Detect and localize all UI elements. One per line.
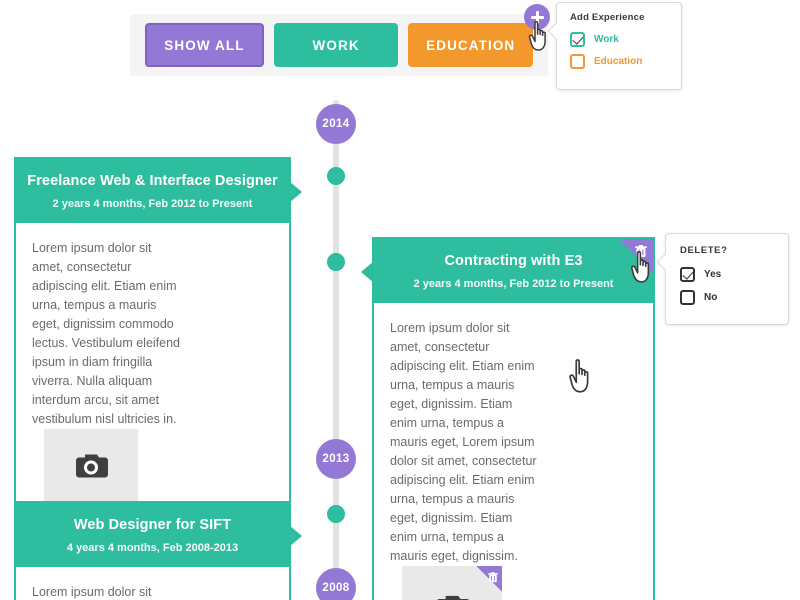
thumbnail-delete-button[interactable] — [476, 566, 502, 592]
card-header-sift: Web Designer for SIFT 4 years 4 months, … — [16, 503, 302, 567]
timeline-year-label-2008: 2008 — [322, 582, 350, 594]
checkbox-label-education: Education — [594, 56, 643, 67]
add-experience-popup: Add Experience Work Education — [547, 2, 682, 90]
card-title-sift: Web Designer for SIFT — [73, 517, 232, 533]
timeline-dot-1[interactable] — [327, 167, 345, 185]
card-subtitle-freelance: 2 years 4 months, Feb 2012 to Present — [52, 198, 253, 210]
card-body-sift: Lorem ipsum dolor sit amet, consectetur — [14, 567, 291, 600]
timeline-year-2013[interactable]: 2013 — [316, 439, 356, 479]
delete-option-yes[interactable]: Yes — [680, 267, 788, 282]
card-title-contracting: Contracting with E3 — [444, 253, 583, 269]
filter-button-show-all[interactable]: SHOW ALL — [145, 23, 264, 67]
card-notch-left — [361, 261, 374, 283]
filter-toolbar: SHOW ALL WORK EDUCATION — [130, 14, 548, 76]
timeline-dot-3[interactable] — [327, 505, 345, 523]
timeline-year-label-2014: 2014 — [322, 118, 350, 130]
delete-option-no[interactable]: No — [680, 290, 788, 305]
plus-icon-vertical — [535, 10, 539, 24]
trash-icon — [635, 245, 647, 263]
checkbox-label-work: Work — [594, 34, 619, 45]
checkbox-no[interactable] — [680, 290, 695, 305]
add-experience-button[interactable] — [524, 4, 550, 30]
timeline-card-contracting: Contracting with E3 2 years 4 months, Fe… — [361, 237, 655, 600]
card-text-contracting: Lorem ipsum dolor sit amet, consectetur … — [390, 321, 537, 563]
checkbox-yes[interactable] — [680, 267, 695, 282]
card-notch-right-sift — [289, 525, 302, 547]
timeline-year-2008[interactable]: 2008 — [316, 568, 356, 600]
delete-confirm-popup: DELETE? Yes No — [656, 233, 789, 325]
delete-popup-title: DELETE? — [680, 245, 728, 256]
card-subtitle-sift: 4 years 4 months, Feb 2008-2013 — [66, 542, 239, 554]
card-text-freelance: Lorem ipsum dolor sit amet, consectetur … — [32, 241, 181, 426]
card-delete-button[interactable] — [619, 239, 653, 273]
add-popup-title: Add Experience — [570, 12, 645, 23]
checkbox-education[interactable] — [570, 54, 585, 69]
card-title-freelance: Freelance Web & Interface Designer — [27, 173, 278, 189]
filter-button-education[interactable]: EDUCATION — [408, 23, 533, 67]
card-thumbnail-contracting[interactable] — [402, 566, 502, 600]
popup-tail-add — [547, 22, 565, 40]
card-header-contracting: Contracting with E3 2 years 4 months, Fe… — [361, 239, 653, 303]
checkbox-work[interactable] — [570, 32, 585, 47]
timeline-axis — [333, 100, 339, 600]
checkbox-label-yes: Yes — [704, 269, 722, 280]
trash-icon-thumbnail — [488, 570, 498, 588]
timeline-card-sift: Web Designer for SIFT 4 years 4 months, … — [14, 501, 302, 600]
card-body-freelance: Lorem ipsum dolor sit amet, consectetur … — [14, 223, 291, 552]
timeline-card-freelance: Freelance Web & Interface Designer 2 yea… — [14, 157, 302, 552]
filter-label-work: WORK — [312, 37, 360, 53]
card-body-contracting: Lorem ipsum dolor sit amet, consectetur … — [372, 303, 655, 600]
checkbox-label-no: No — [704, 292, 718, 303]
camera-icon — [74, 452, 108, 485]
filter-label-show-all: SHOW ALL — [164, 37, 245, 53]
popup-tail-delete — [656, 253, 674, 271]
camera-icon-contracting — [434, 593, 470, 600]
timeline-dot-2[interactable] — [327, 253, 345, 271]
card-text-sift: Lorem ipsum dolor sit amet, consectetur — [32, 585, 152, 599]
card-subtitle-contracting: 2 years 4 months, Feb 2012 to Present — [413, 278, 614, 290]
timeline-year-label-2013: 2013 — [322, 453, 350, 465]
filter-button-work[interactable]: WORK — [273, 23, 399, 67]
card-header-freelance: Freelance Web & Interface Designer 2 yea… — [16, 159, 302, 223]
card-thumbnail-freelance[interactable] — [44, 429, 138, 507]
add-popup-option-education[interactable]: Education — [570, 54, 681, 69]
card-notch-right — [289, 181, 302, 203]
add-popup-option-work[interactable]: Work — [570, 32, 681, 47]
filter-label-education: EDUCATION — [426, 37, 516, 53]
timeline-year-2014[interactable]: 2014 — [316, 104, 356, 144]
